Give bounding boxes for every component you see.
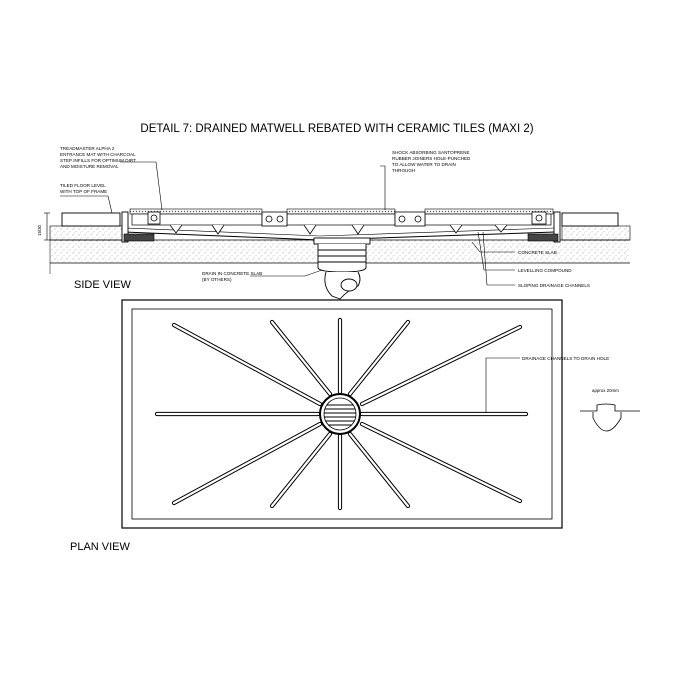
plan-view-section	[121, 299, 640, 529]
frame-angle-right	[553, 211, 561, 243]
drainage-channel-inner-10	[348, 320, 410, 396]
mat-note-line2: ENTRANCE MAT WITH CHARCOAL	[60, 152, 136, 157]
dimension-label: 15/30	[37, 224, 42, 236]
levelling-compound-left	[49, 225, 123, 241]
approx-width-label: approx 20mm	[592, 388, 619, 393]
shock-note-line3: TO ALLOW WATER TO DRAIN	[392, 162, 456, 167]
mat-note-line3: STEP INFILLS FOR OPTIMUM DIRT	[60, 158, 136, 163]
levelling-compound-label: LEVELLING COMPOUND	[518, 268, 572, 273]
drain-note-line1: DRAIN IN CONCRETE SLAB	[202, 271, 262, 276]
drainage-channel-inner-5	[172, 323, 322, 406]
plan-view-label: PLAN VIEW	[70, 541, 131, 553]
drainage-channels-label: DRAINAGE CHANNELS TO DRAIN HOLE	[522, 356, 609, 361]
drainage-channel-inner-11	[270, 432, 332, 508]
shock-note-line2: RUBBER JOINERS HOLE-PUNCHED	[392, 156, 471, 161]
drainage-channel-inner-6	[360, 325, 522, 406]
side-view-label: SIDE VIEW	[74, 279, 131, 291]
drain-hole	[319, 393, 361, 435]
tiled-note-line2: WITH TOP OF FRAME	[60, 189, 107, 194]
drainage-channel-inner-8	[360, 422, 522, 503]
drain-note-line2: (BY OTHERS)	[202, 277, 232, 282]
drainage-channels	[154, 317, 529, 511]
drainage-channel-inner-12	[348, 432, 410, 508]
drawing-title: DETAIL 7: DRAINED MATWELL REBATED WITH C…	[140, 123, 533, 135]
drainage-channel-inner-7	[172, 422, 322, 505]
ceramic-tile-right	[561, 212, 619, 227]
mat-note-line4: AND MOISTURE REMOVAL	[60, 164, 119, 169]
rubber-joiners	[147, 211, 547, 227]
tiled-note-line1: TILED FLOOR LEVEL	[60, 183, 106, 188]
mat-segment-2	[286, 208, 396, 215]
leader-lines	[60, 161, 515, 286]
levelling-compound-right	[561, 225, 631, 241]
ceramic-tile-left	[61, 212, 121, 227]
matwell-inner-frame	[131, 308, 553, 520]
mat-note-line1: TREADMASTER ALPHA 2	[60, 146, 115, 151]
concrete-slab-label: CONCRETE SLAB	[518, 250, 557, 255]
channel-section-detail	[580, 403, 640, 432]
side-view-section	[44, 208, 631, 300]
drainage-channel-inner-9	[270, 320, 332, 396]
shock-note-line1: SHOCK ABSORBING SANTOPRENE	[392, 150, 470, 155]
sloping-channels-label: SLOPING DRAINAGE CHANNELS	[518, 283, 590, 288]
shock-note-line4: THROUGH	[392, 168, 415, 173]
frame-angle-left	[121, 211, 129, 243]
channels-leader	[485, 357, 520, 413]
drain-body	[313, 237, 371, 300]
